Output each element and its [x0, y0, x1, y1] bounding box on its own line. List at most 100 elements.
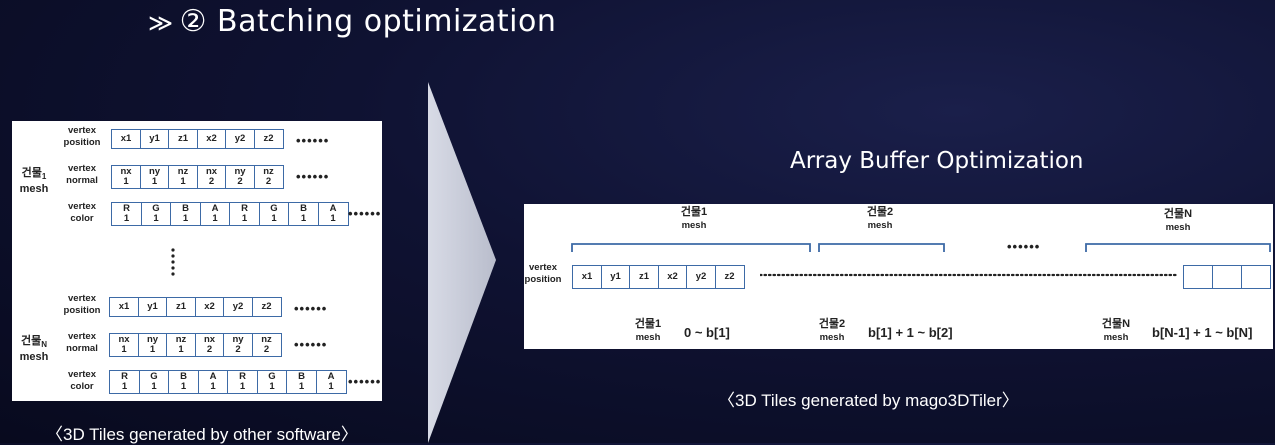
cell-text: nx: [205, 166, 218, 177]
cell-text: 2: [208, 176, 215, 187]
cell-text: nx: [120, 166, 132, 177]
cell-text: 1: [328, 381, 334, 392]
cell-text: ny: [148, 166, 161, 177]
empty-cell: [1241, 265, 1271, 289]
cell-text: 1: [269, 381, 275, 392]
cell-text: 1: [151, 381, 157, 392]
cell-text: 2: [235, 344, 241, 355]
transition-arrow-icon: [428, 82, 496, 443]
cell-text: A: [209, 371, 217, 382]
cell-text: 1: [241, 213, 248, 224]
cell-text: A: [211, 203, 219, 214]
range-value-N: b[N-1] + 1 ~ b[N]: [1152, 325, 1253, 340]
array-cell: x1: [572, 265, 602, 289]
array-cell: y1: [139, 129, 170, 149]
cell-text: z2: [724, 271, 735, 282]
cell-text: nx: [118, 334, 130, 345]
cell-text: x1: [118, 301, 130, 312]
cell-text: A: [327, 371, 335, 382]
array-cell: y2: [686, 265, 716, 289]
cell-text: B: [298, 371, 305, 382]
cell-text: R: [239, 371, 246, 382]
cell-text: 1: [180, 176, 186, 187]
ellipsis: ••••••: [296, 169, 330, 184]
cell-text: y1: [147, 301, 158, 312]
cell-text: x2: [204, 301, 215, 312]
array-cell: x2: [194, 297, 225, 317]
empty-cell: [1212, 265, 1242, 289]
cell-text: y2: [232, 301, 244, 312]
cell-text: 1: [180, 381, 187, 392]
cell-text: G: [150, 371, 158, 382]
cell-text: ny: [146, 334, 159, 345]
array-cell: z2: [253, 129, 284, 149]
cell-text: y2: [234, 133, 246, 144]
cell-text: 1: [123, 213, 130, 224]
cell-text: z1: [177, 133, 189, 144]
cell-text: nz: [175, 334, 187, 345]
cell-text: nx: [203, 334, 216, 345]
range-value-1: 0 ~ b[1]: [684, 325, 730, 340]
cell-text: y1: [149, 133, 160, 144]
cell-text: G: [152, 203, 160, 214]
ellipsis: ••••••: [348, 206, 382, 221]
cell-text: 2: [263, 344, 270, 355]
cell-text: y2: [695, 271, 707, 282]
cell-text: A: [329, 203, 337, 214]
cell-text: ny: [234, 166, 246, 177]
cell-text: 1: [153, 213, 159, 224]
cell-text: 1: [298, 381, 305, 392]
ellipsis: ••••••: [296, 133, 330, 148]
cell-text: 1: [149, 344, 156, 355]
array-cell: z1: [166, 297, 196, 317]
cell-text: ny: [232, 334, 244, 345]
double-chevron-icon: ≫: [148, 9, 174, 37]
cell-text: nz: [261, 334, 272, 345]
array-cell: x2: [657, 265, 688, 289]
cell-text: 2: [206, 344, 213, 355]
cell-text: 2: [265, 176, 272, 187]
cell-text: 1: [121, 381, 128, 392]
cell-text: z1: [175, 301, 187, 312]
cell-text: 2: [237, 176, 243, 187]
array-cell: z2: [251, 297, 282, 317]
cell-text: 1: [178, 344, 184, 355]
array-cell: y1: [600, 265, 631, 289]
array-cell: y2: [225, 129, 255, 149]
cell-text: G: [268, 371, 276, 382]
cell-text: y1: [610, 271, 621, 282]
cell-text: 1: [239, 381, 246, 392]
array-buffer-title: Array Buffer Optimization: [790, 148, 1084, 174]
slide-title: ≫② Batching optimization: [148, 4, 557, 39]
cell-text: 1: [330, 213, 336, 224]
ellipsis: ••••••: [294, 337, 328, 352]
